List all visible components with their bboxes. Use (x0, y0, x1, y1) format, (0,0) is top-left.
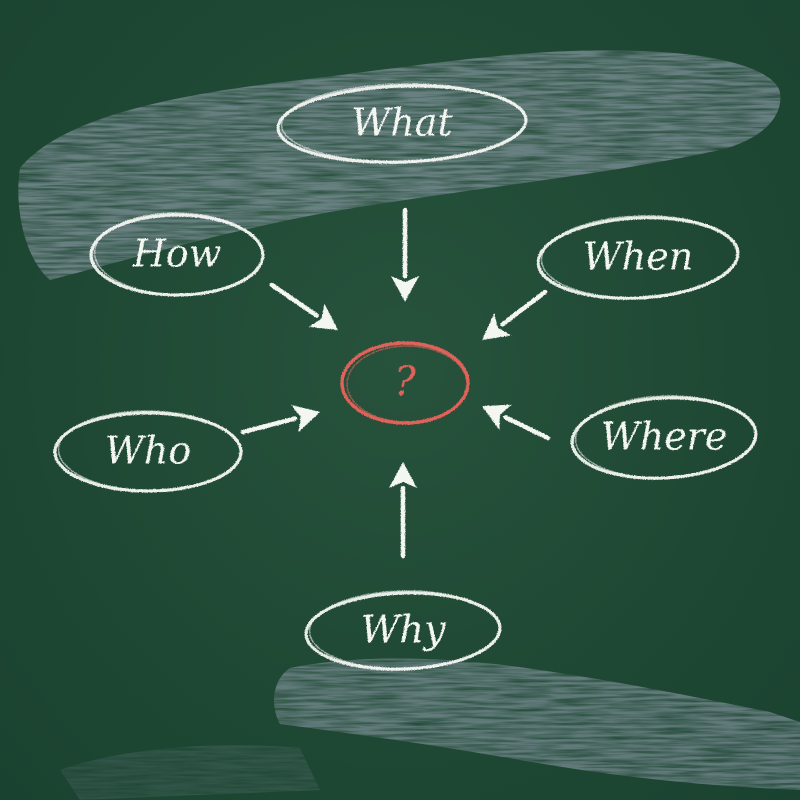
node-who: Who (53, 410, 243, 493)
node-why: Why (304, 590, 502, 671)
node-who-outline-sketch (57, 410, 242, 492)
arrow-why-head (389, 462, 417, 488)
center-outline (340, 341, 470, 425)
node-what-label: What (351, 101, 453, 145)
node-why-label: Why (361, 608, 447, 652)
node-when: When (536, 215, 740, 300)
arrow-where-shaft (503, 415, 551, 441)
node-who-label: Who (105, 429, 191, 473)
arrow-who-to-center (240, 404, 320, 435)
center-question-mark: ? (394, 359, 416, 405)
arrow-who-shaft (240, 416, 298, 435)
node-when-outline-sketch (540, 215, 739, 299)
node-what-outline-sketch (280, 83, 527, 163)
arrow-when-to-center (482, 289, 548, 340)
chalk-smudge-top (18, 50, 781, 280)
node-center: ? (340, 341, 470, 425)
arrow-how-to-center (269, 282, 338, 330)
node-where-label: Where (601, 415, 728, 459)
node-why-outline-sketch (308, 590, 501, 670)
node-how-outline-sketch (93, 212, 264, 296)
node-when-label: When (583, 235, 694, 279)
center-outline-sketch (346, 345, 468, 423)
arrow-how-shaft (269, 282, 319, 318)
arrow-who-head (291, 404, 320, 433)
arrow-when-head (482, 313, 512, 340)
node-where: Where (570, 395, 758, 480)
arrow-when-shaft (500, 289, 548, 327)
chalk-smudge-bottom (60, 658, 800, 800)
arrow-where-head (482, 404, 512, 430)
arrow-what-to-center (391, 207, 419, 302)
arrow-where-to-center (482, 404, 551, 441)
node-how: How (89, 212, 265, 297)
node-where-outline-sketch (574, 395, 757, 479)
node-what: What (276, 83, 528, 164)
arrow-why-to-center (389, 462, 417, 559)
arrow-how-head (308, 303, 338, 330)
node-how-label: How (132, 232, 222, 276)
arrow-what-head (391, 276, 419, 302)
